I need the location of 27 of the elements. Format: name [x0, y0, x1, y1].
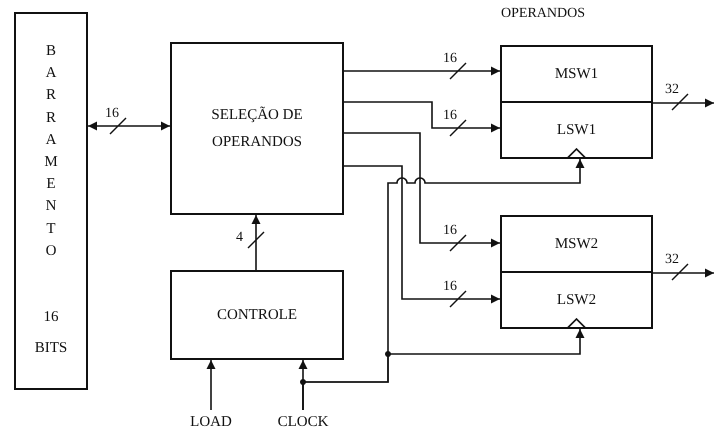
- process-box: [170, 42, 344, 215]
- bus-box: [14, 12, 88, 390]
- box-text: MSW1: [554, 64, 600, 84]
- register-box: [500, 45, 653, 103]
- box-text: SELEÇÃO DE OPERANDOS: [210, 106, 304, 152]
- register-box: [500, 271, 653, 329]
- box-text: 16 BITS: [34, 308, 68, 358]
- arrow: [653, 268, 714, 278]
- arrow: [344, 132, 500, 248]
- arrow: [344, 66, 500, 76]
- arrow: [344, 165, 500, 304]
- arrow: [653, 98, 714, 108]
- signal-label: CLOCK: [268, 410, 338, 434]
- box-text: CONTROLE: [216, 306, 298, 324]
- box-text: MSW2: [554, 234, 600, 254]
- box-text: LSW1: [556, 120, 598, 140]
- process-box: [170, 270, 344, 360]
- register-box: [500, 215, 653, 273]
- signal-label: LOAD: [184, 410, 238, 434]
- box-text: LSW2: [556, 290, 598, 310]
- register-box: [500, 101, 653, 159]
- arrow: [88, 122, 170, 130]
- arrow: [302, 329, 584, 410]
- box-text: BARRAMENTO: [44, 42, 58, 261]
- arrow: [344, 101, 500, 132]
- arrow: [206, 360, 216, 410]
- arrow: [252, 215, 260, 270]
